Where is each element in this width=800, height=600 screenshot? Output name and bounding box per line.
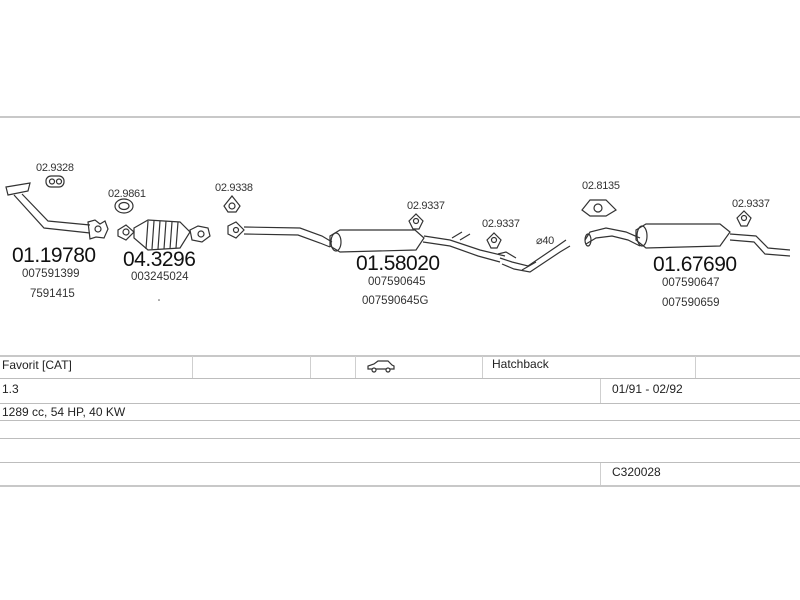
catalytic-converter-drawing <box>117 219 211 251</box>
oe-number: 003245024 <box>131 271 189 283</box>
production-dates: 01/91 - 02/92 <box>612 382 683 396</box>
part-ref-label: 02.9337 <box>482 218 520 230</box>
flange-gasket-icon <box>223 195 241 213</box>
part-ref-label: 02.9338 <box>215 182 253 194</box>
gasket-icon <box>45 175 65 188</box>
oe-number: 007590659 <box>662 297 720 309</box>
front-silencer-drawing <box>227 221 506 263</box>
intermediate-pipe-drawing <box>497 239 571 273</box>
exhaust-gasket-icon <box>581 199 617 217</box>
oe-number: 007590645G <box>362 295 429 307</box>
part-ref-label: 02.9328 <box>36 162 74 174</box>
front-pipe-drawing <box>5 182 109 240</box>
rubber-hanger-icon <box>408 213 424 230</box>
part-number: 01.19780 <box>12 244 96 267</box>
table-divider <box>0 355 800 357</box>
system-code: C320028 <box>612 465 661 479</box>
vehicle-model: Favorit [CAT] <box>2 358 72 372</box>
part-number: 01.58020 <box>356 252 440 275</box>
oe-number: 007590647 <box>662 277 720 289</box>
part-number: 01.67690 <box>653 253 737 276</box>
oe-number: 007590645 <box>368 276 426 288</box>
part-ref-label: 02.9861 <box>108 188 146 200</box>
engine-specs: 1289 cc, 54 HP, 40 KW <box>2 405 126 419</box>
rubber-hanger-icon <box>736 210 752 227</box>
oe-number: 007591399 <box>22 268 80 280</box>
body-type: Hatchback <box>492 357 549 371</box>
pipe-diameter-label: ⌀40 <box>536 235 554 247</box>
part-ref-label: 02.8135 <box>582 180 620 192</box>
rear-silencer-drawing <box>584 223 791 257</box>
oe-number: 7591415 <box>30 288 75 300</box>
part-ref-label: 02.9337 <box>732 198 770 210</box>
part-ref-label: 02.9337 <box>407 200 445 212</box>
car-side-icon <box>366 359 396 376</box>
rubber-hanger-icon <box>486 232 502 249</box>
part-number: 04.3296 <box>123 248 196 271</box>
sealing-ring-icon <box>114 198 134 214</box>
engine-size: 1.3 <box>2 382 19 396</box>
